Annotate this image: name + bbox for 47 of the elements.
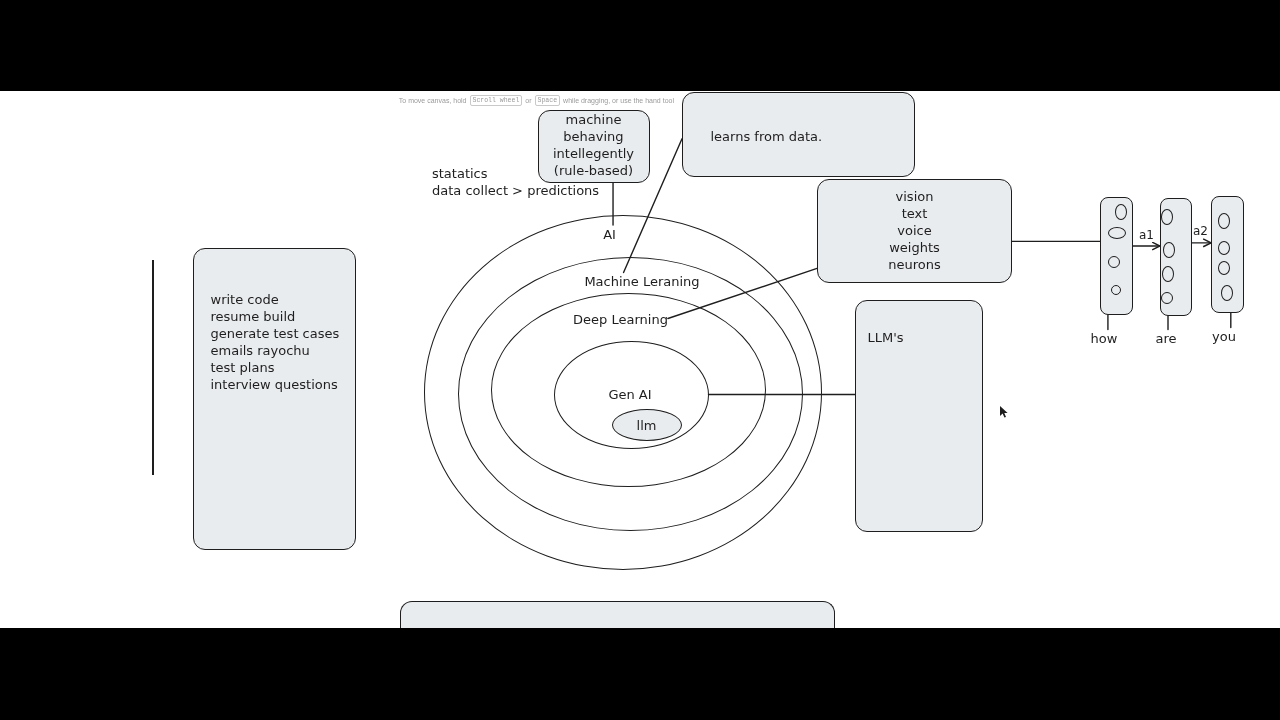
ring-label: Deep Learning bbox=[573, 310, 668, 327]
connector-line bbox=[612, 182, 614, 226]
list-item: interview questions bbox=[210, 376, 338, 393]
filled-ellipse bbox=[612, 409, 682, 441]
arrow bbox=[1132, 241, 1161, 251]
ring-label: AI bbox=[603, 225, 616, 242]
list-item: resume build bbox=[210, 308, 296, 325]
layer-column bbox=[1100, 197, 1133, 315]
rounded-box bbox=[400, 601, 835, 628]
connector-line bbox=[667, 267, 818, 320]
word-label: are bbox=[1155, 329, 1177, 347]
list-item: neurons bbox=[888, 256, 941, 273]
ring-label: Machine Leraning bbox=[584, 272, 700, 290]
edge-label: a1 bbox=[1139, 227, 1154, 242]
list-item: text bbox=[901, 205, 928, 222]
list-item: test plans bbox=[210, 359, 275, 376]
note-text: statatics bbox=[432, 164, 488, 182]
layer-column bbox=[1160, 198, 1192, 316]
connector-line bbox=[707, 393, 856, 396]
connector-line bbox=[1167, 315, 1169, 331]
arrow bbox=[1191, 238, 1212, 248]
note-box bbox=[682, 92, 915, 177]
list-item: weights bbox=[889, 239, 940, 256]
note-box bbox=[855, 300, 983, 532]
ellipse-ring bbox=[424, 215, 822, 570]
note-box bbox=[538, 110, 650, 183]
word-label: you bbox=[1212, 327, 1236, 345]
connector-line bbox=[1230, 312, 1232, 329]
edge-label: a2 bbox=[1193, 223, 1208, 238]
list-item: emails rayochu bbox=[210, 342, 310, 359]
box-text: learns from data. bbox=[710, 128, 823, 145]
note-box bbox=[817, 179, 1012, 283]
connector-line bbox=[622, 138, 683, 274]
layer-column bbox=[1211, 196, 1244, 313]
box-text: machine behaving intellegently (rule-based) bbox=[551, 111, 636, 179]
list-item: generate test cases bbox=[210, 325, 340, 342]
list-item: voice bbox=[897, 222, 932, 239]
ring-label: Gen AI bbox=[608, 385, 652, 403]
list-item: write code bbox=[210, 291, 279, 308]
word-label: how bbox=[1090, 329, 1118, 347]
connector-line bbox=[1107, 314, 1109, 331]
note-box bbox=[193, 248, 356, 550]
note-text: data collect > predictions bbox=[432, 181, 600, 199]
connector-line bbox=[1011, 240, 1101, 243]
box-text: LLM's bbox=[867, 329, 904, 346]
list-item: vision bbox=[895, 188, 934, 205]
ring-label: llm bbox=[636, 416, 657, 433]
